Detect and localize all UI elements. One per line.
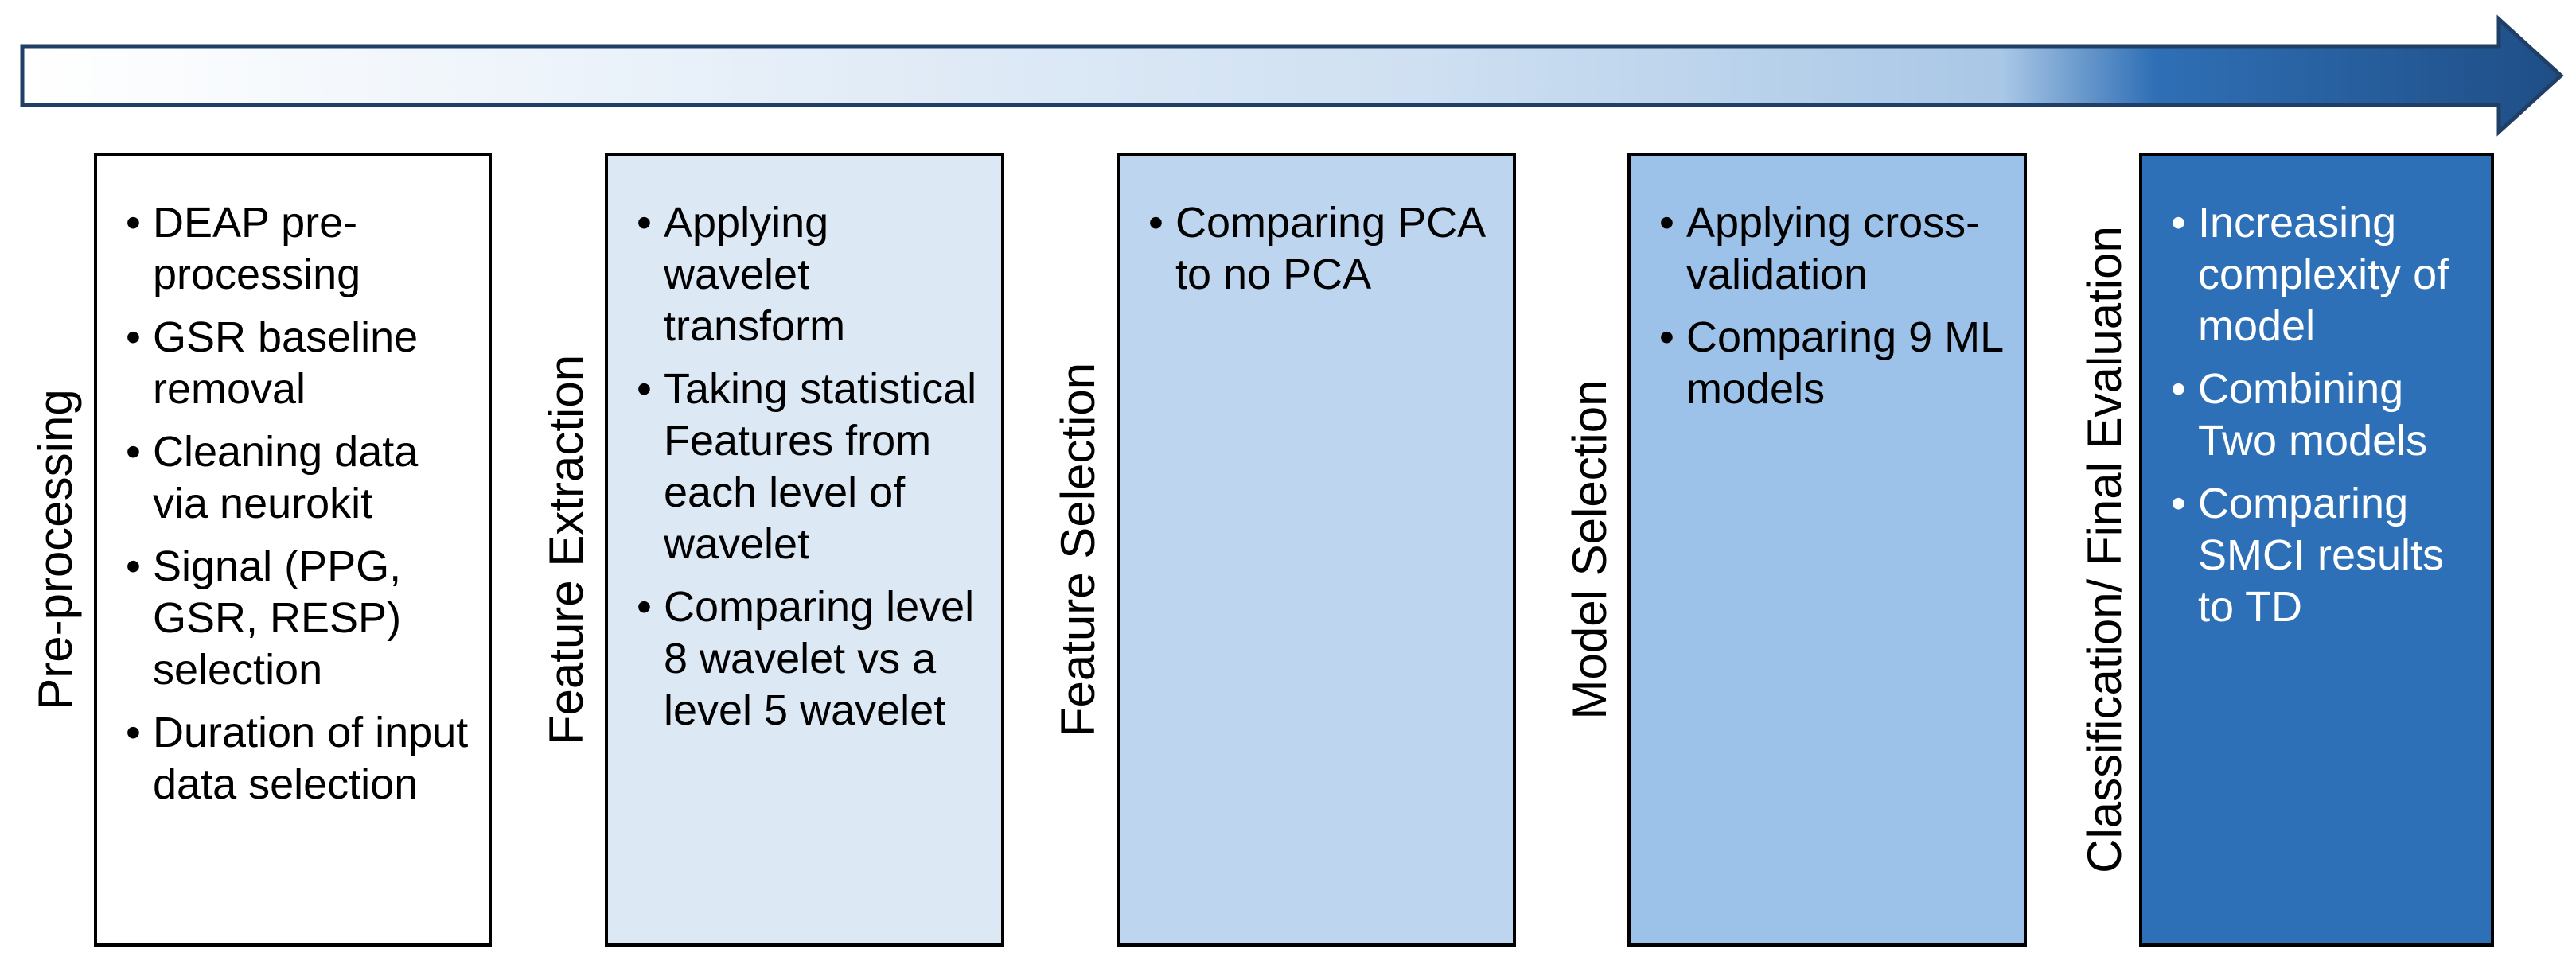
- stage-item: GSR baseline removal: [126, 312, 470, 415]
- stage-box: Applying cross-validationComparing 9 ML …: [1627, 153, 2027, 947]
- progress-arrow: [20, 14, 2564, 137]
- stage-items: DEAP pre-processingGSR baseline removalC…: [126, 197, 470, 811]
- stage-items: Applying wavelet transformTaking statist…: [637, 197, 982, 737]
- stage-item: Increasing complexity of model: [2171, 197, 2472, 352]
- stage-label: Feature Selection: [1051, 362, 1105, 737]
- stage-items: Increasing complexity of modelCombining …: [2171, 197, 2472, 633]
- stage-label: Classification/ Final Evaluation: [2078, 226, 2131, 873]
- stage-box: DEAP pre-processingGSR baseline removalC…: [94, 153, 492, 947]
- stage-item: Applying cross-validation: [1659, 197, 2005, 301]
- stage-items: Comparing PCA to no PCA: [1148, 197, 1494, 301]
- stage-item: Duration of input data selection: [126, 707, 470, 811]
- stage-item: Signal (PPG, GSR, RESP) selection: [126, 541, 470, 696]
- stage-item: Applying wavelet transform: [637, 197, 982, 352]
- arrow-shape: [20, 14, 2564, 137]
- stage-item: Comparing level 8 wavelet vs a level 5 w…: [637, 581, 982, 737]
- stage-items: Applying cross-validationComparing 9 ML …: [1659, 197, 2005, 415]
- stage-item: DEAP pre-processing: [126, 197, 470, 301]
- stage-item: Comparing PCA to no PCA: [1148, 197, 1494, 301]
- stage-item: Combining Two models: [2171, 363, 2472, 467]
- stage-box: Increasing complexity of modelCombining …: [2139, 153, 2494, 947]
- stage-item: Comparing 9 ML models: [1659, 312, 2005, 415]
- stage-label: Pre-processing: [29, 389, 82, 710]
- stage-label: Model Selection: [1563, 379, 1616, 720]
- stage-label: Feature Extraction: [540, 354, 593, 745]
- stage-item: Comparing SMCI results to TD: [2171, 478, 2472, 633]
- stage-item: Cleaning data via neurokit: [126, 426, 470, 530]
- stage-box: Applying wavelet transformTaking statist…: [605, 153, 1004, 947]
- stage-item: Taking statistical Features from each le…: [637, 363, 982, 570]
- stage-box: Comparing PCA to no PCA: [1117, 153, 1516, 947]
